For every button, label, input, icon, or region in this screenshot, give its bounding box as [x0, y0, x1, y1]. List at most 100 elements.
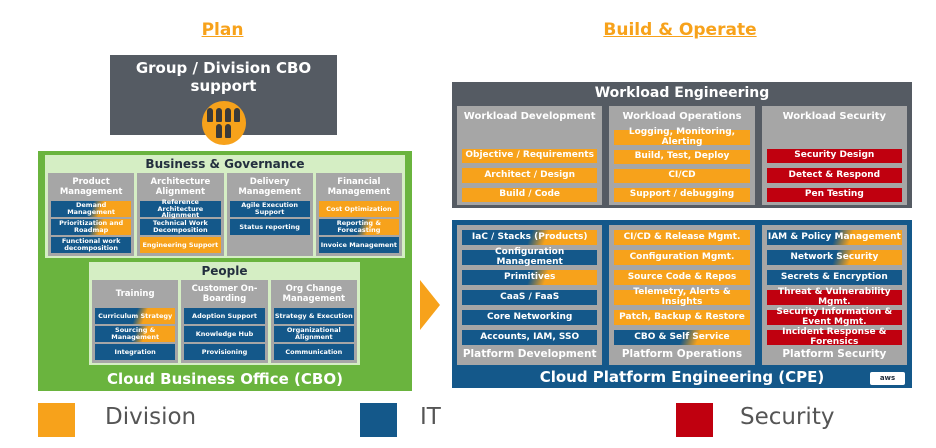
cpe-box: IaC / Stacks (Products) Configuration Man… [452, 220, 912, 388]
item-caas-faas: CaaS / FaaS [462, 290, 598, 305]
item-strategy-execution: Strategy & Execution [273, 308, 354, 324]
cbo-box: Business & Governance Product Management… [38, 151, 412, 391]
people-group-icon [201, 101, 246, 145]
item-pen-testing: Pen Testing [766, 187, 902, 202]
item-organizational-alignment: Organizational Alignment [273, 326, 354, 342]
legend-security-label: Security [740, 404, 835, 430]
legend-division-label: Division [105, 404, 197, 430]
item-prioritization-and-roadmap: Prioritization and Roadmap [51, 219, 132, 235]
legend-it-swatch [360, 403, 397, 437]
item-integration: Integration [95, 344, 176, 360]
item-telemetry-alerts-insights: Telemetry, Alerts & Insights [614, 287, 750, 306]
legend-division-swatch [38, 403, 75, 437]
item-security-design: Security Design [766, 149, 902, 164]
item-curriculum-strategy: Curriculum Strategy [95, 308, 176, 324]
item-logging-monitoring-alerting: Logging, Monitoring, Alerting [614, 127, 750, 146]
item-sourcing-management: Sourcing & Management [95, 326, 176, 342]
cpe-title: Cloud Platform Engineering (CPE) [539, 368, 825, 386]
item-knowledge-hub: Knowledge Hub [184, 326, 265, 342]
item-incident-response-forensics: Incident Response & Forensics [766, 327, 902, 346]
item-reporting-forecasting: Reporting & Forecasting [318, 219, 399, 235]
item-reference-architecture-alignment: Reference Architecture Alignment [140, 198, 221, 219]
column-title: Workload Security [782, 111, 887, 122]
group-cbo-support-box: Group / Division CBO support [110, 55, 337, 145]
column-title: Training [115, 289, 155, 299]
build-operate-heading: Build & Operate [603, 20, 757, 40]
plan-heading: Plan [201, 20, 244, 40]
item-network-security: Network Security [766, 250, 902, 265]
column-title: Financial Management [327, 177, 391, 197]
item-iam-policy-management: IAM & Policy Management [766, 230, 902, 245]
item-demand-management: Demand Management [51, 201, 132, 217]
item-invoice-management: Invoice Management [318, 237, 399, 253]
item-iac-stacks-products: IaC / Stacks (Products) [462, 230, 598, 245]
business-governance-section: Business & Governance Product Management… [45, 155, 405, 258]
business-governance-title: Business & Governance [145, 157, 305, 171]
item-communication: Communication [273, 344, 354, 360]
column-title: Org Change Management [282, 284, 346, 304]
cpe-columns: IaC / Stacks (Products) Configuration Man… [452, 225, 912, 365]
item-agile-execution-support: Agile Execution Support [229, 201, 310, 217]
item-objective-requirements: Objective / Requirements [462, 149, 598, 164]
column-title: Platform Operations [621, 348, 743, 360]
column-title: Workload Development [463, 111, 596, 122]
cbo-title: Cloud Business Office (CBO) [107, 370, 343, 388]
column-platform-development: IaC / Stacks (Products) Configuration Man… [457, 225, 603, 365]
item-ci-cd: CI/CD [614, 169, 750, 183]
people-title: People [201, 264, 248, 278]
aws-logo: aws [870, 372, 905, 385]
item-provisioning: Provisioning [184, 344, 265, 360]
item-cost-optimization: Cost Optimization [318, 201, 399, 217]
column-title: Platform Security [782, 348, 887, 360]
item-status-reporting: Status reporting [229, 219, 310, 235]
item-configuration-management: Configuration Management [462, 247, 598, 266]
column-title: Delivery Management [238, 177, 301, 197]
arrow-right-icon [420, 280, 440, 330]
item-cbo-self-service: CBO & Self Service [614, 330, 750, 345]
item-detect-respond: Detect & Respond [766, 168, 902, 183]
item-build-code: Build / Code [462, 187, 598, 202]
item-build-test-deploy: Build, Test, Deploy [614, 150, 750, 164]
item-secrets-encryption: Secrets & Encryption [766, 270, 902, 285]
column-title: Product Management [59, 177, 123, 197]
item-threat-vulnerability-mgmt: Threat & Vulnerability Mgmt. [766, 287, 902, 306]
column-platform-operations: CI/CD & Release Mgmt. Configuration Mgmt.… [609, 225, 755, 365]
item-ci-cd-release-mgmt: CI/CD & Release Mgmt. [614, 230, 750, 245]
item-security-information-event-mgmt: Security Information & Event Mgmt. [766, 307, 902, 326]
item-adoption-support: Adoption Support [184, 308, 265, 324]
workload-engineering-box: Workload Engineering Workload Developmen… [452, 82, 912, 208]
column-title: Platform Development [462, 348, 597, 360]
item-functional-work-decomposition: Functional work decomposition [51, 237, 132, 253]
column-title: Architecture Alignment [150, 177, 211, 197]
item-source-code-repos: Source Code & Repos [614, 270, 750, 285]
column-title: Customer On-Boarding [191, 284, 258, 304]
legend-security-swatch [676, 403, 713, 437]
workload-engineering-title: Workload Engineering [594, 85, 770, 101]
group-cbo-support-title: Group / Division CBO support [135, 59, 312, 95]
item-core-networking: Core Networking [462, 310, 598, 325]
item-architect-design: Architect / Design [462, 168, 598, 183]
item-support-debugging: Support / debugging [614, 188, 750, 202]
item-primitives: Primitives [462, 270, 598, 285]
item-configuration-mgmt: Configuration Mgmt. [614, 250, 750, 265]
column-title: Workload Operations [622, 111, 742, 122]
item-patch-backup-restore: Patch, Backup & Restore [614, 310, 750, 325]
item-engineering-support: Engineering Support [140, 237, 221, 253]
legend-it-label: IT [420, 404, 441, 430]
item-technical-work-decomposition: Technical Work Decomposition [140, 219, 221, 235]
